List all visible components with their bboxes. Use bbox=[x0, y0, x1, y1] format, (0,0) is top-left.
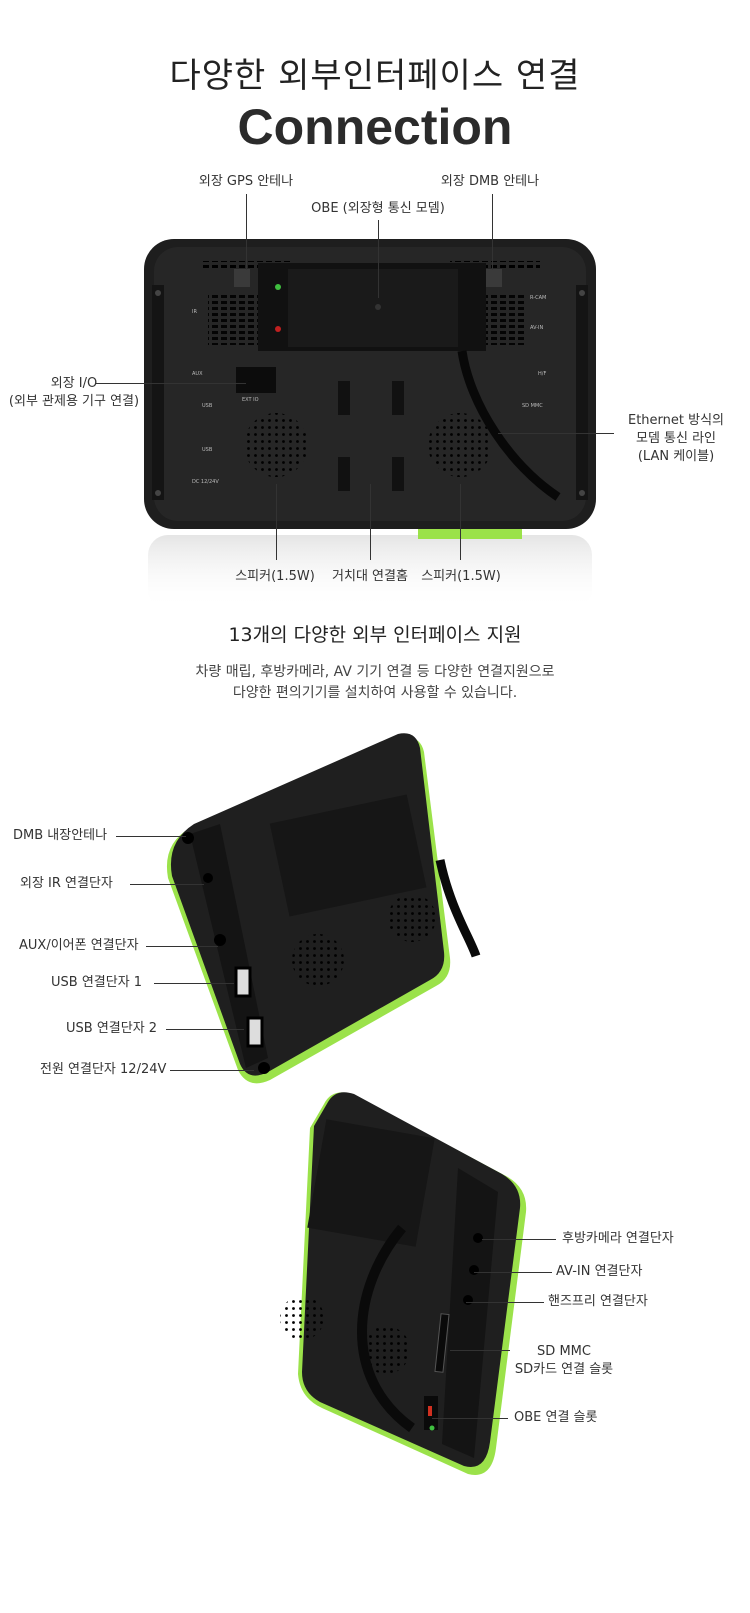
leader-obe-slot bbox=[432, 1418, 508, 1419]
label-ir-port: 외장 IR 연결단자 bbox=[20, 876, 113, 891]
print-usb2: USB bbox=[202, 447, 213, 453]
leader-aux bbox=[146, 946, 218, 947]
device-rear-illustration: IR AUX USB USB DC 12/24V EXT IO R-CAM AV… bbox=[144, 239, 596, 610]
section-heading: 13개의 다양한 외부 인터페이스 지원 bbox=[228, 624, 522, 646]
print-rcam: R-CAM bbox=[530, 295, 546, 301]
label-speaker-left: 스피커(1.5W) bbox=[235, 569, 315, 584]
label-sd-line1: SD MMC bbox=[537, 1344, 591, 1359]
leader-power bbox=[170, 1070, 254, 1071]
leader-ethernet bbox=[498, 433, 614, 434]
print-ir: IR bbox=[192, 309, 197, 315]
label-avin-port: AV-IN 연결단자 bbox=[556, 1264, 643, 1279]
print-aux: AUX bbox=[192, 371, 203, 377]
label-io-line1: 외장 I/O bbox=[50, 376, 98, 391]
label-usb-port-1: USB 연결단자 1 bbox=[51, 975, 143, 990]
label-dmb-internal-antenna: DMB 내장안테나 bbox=[13, 828, 108, 843]
section-desc-line1: 차량 매립, 후방카메라, AV 기기 연결 등 다양한 연결지원으로 bbox=[195, 664, 555, 680]
page-title-english: Connection bbox=[237, 99, 513, 155]
leader-mount bbox=[370, 484, 371, 560]
print-sdmmc: SD MMC bbox=[522, 403, 543, 409]
leader-speaker-right bbox=[460, 484, 461, 560]
print-avin: AV-IN bbox=[530, 325, 544, 331]
page-title-korean: 다양한 외부인터페이스 연결 bbox=[169, 56, 581, 96]
print-dc: DC 12/24V bbox=[192, 479, 219, 485]
label-ethernet-line1: Ethernet 방식의 bbox=[627, 413, 724, 428]
print-ext-io: EXT IO bbox=[242, 397, 259, 403]
label-mount-slot: 거치대 연결홈 bbox=[332, 569, 408, 584]
leader-avin bbox=[474, 1272, 552, 1273]
label-rear-camera-port: 후방카메라 연결단자 bbox=[562, 1231, 674, 1246]
device-right-side-illustration bbox=[280, 1092, 527, 1475]
section-description: 차량 매립, 후방카메라, AV 기기 연결 등 다양한 연결지원으로 다양한 … bbox=[0, 662, 750, 704]
label-gps-antenna: 외장 GPS 안테나 bbox=[198, 174, 294, 189]
leader-handsfree bbox=[466, 1302, 544, 1303]
leader-dmb-internal bbox=[116, 836, 186, 837]
label-io-line2: (외부 관제용 기구 연결) bbox=[8, 394, 140, 409]
leader-sd bbox=[450, 1350, 510, 1351]
label-aux-port: AUX/이어폰 연결단자 bbox=[19, 938, 139, 953]
leader-rcam bbox=[482, 1239, 556, 1240]
label-obe-slot: OBE 연결 슬롯 bbox=[514, 1410, 598, 1425]
leader-dmb bbox=[492, 194, 493, 270]
leader-gps bbox=[246, 194, 247, 270]
print-hf: H/F bbox=[538, 371, 546, 377]
print-usb1: USB bbox=[202, 403, 213, 409]
section-desc-line2: 다양한 편의기기를 설치하여 사용할 수 있습니다. bbox=[232, 685, 518, 701]
label-handsfree-port: 핸즈프리 연결단자 bbox=[548, 1294, 648, 1309]
label-ethernet-line3: (LAN 케이블) bbox=[637, 449, 715, 464]
leader-obe bbox=[378, 220, 379, 298]
label-power-port: 전원 연결단자 12/24V bbox=[40, 1062, 167, 1077]
label-sd-line2: SD카드 연결 슬롯 bbox=[514, 1362, 614, 1377]
leader-speaker-left bbox=[276, 484, 277, 560]
device-left-side-illustration bbox=[166, 733, 481, 1084]
leader-ir bbox=[130, 884, 204, 885]
label-ethernet-line2: 모뎀 통신 라인 bbox=[635, 431, 717, 446]
label-dmb-antenna: 외장 DMB 안테나 bbox=[440, 174, 540, 189]
leader-io bbox=[96, 383, 246, 384]
leader-usb1 bbox=[154, 983, 234, 984]
label-usb-port-2: USB 연결단자 2 bbox=[66, 1021, 158, 1036]
leader-usb2 bbox=[166, 1029, 244, 1030]
label-obe-modem: OBE (외장형 통신 모뎀) bbox=[311, 201, 445, 216]
label-speaker-right: 스피커(1.5W) bbox=[421, 569, 501, 584]
